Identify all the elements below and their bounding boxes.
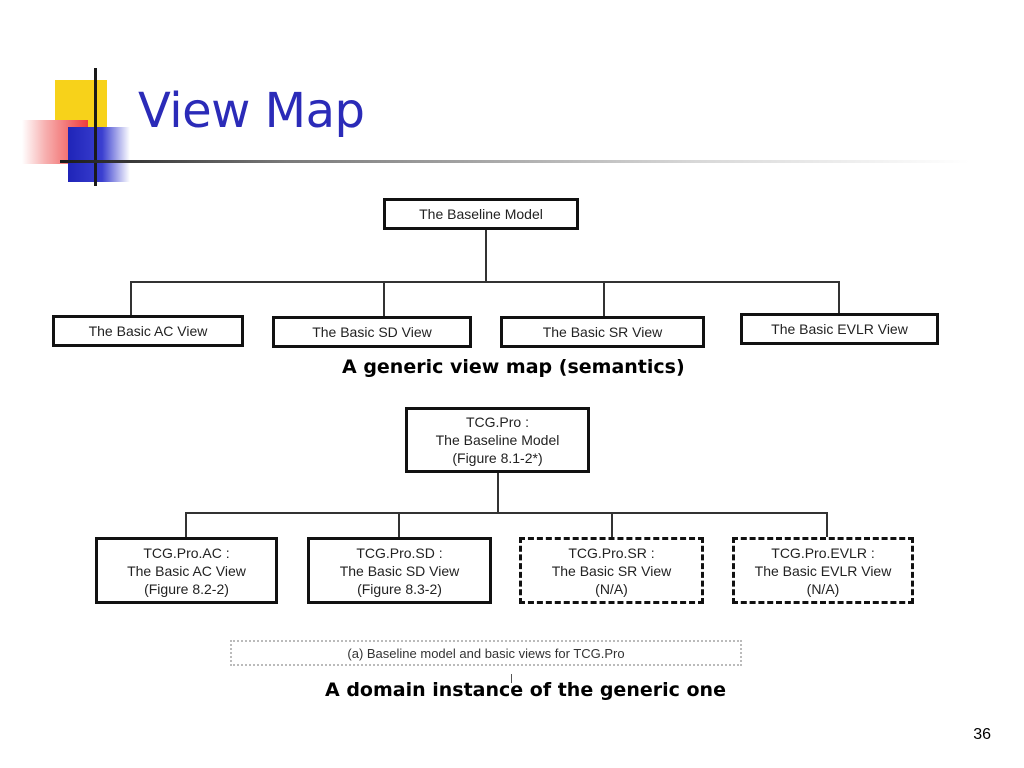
tcg-pro-root-line2: The Baseline Model [435,432,560,448]
connector-line [185,512,187,538]
generic-view-map-caption: A generic view map (semantics) [342,356,685,378]
tcg-pro-sd-box: TCG.Pro.SD : The Basic SD View (Figure 8… [307,537,492,604]
logo-vertical-line [94,68,97,186]
connector-line [185,512,828,514]
caption-tick [511,674,512,683]
slide-title: View Map [138,83,365,139]
tcg-pro-ac-box: TCG.Pro.AC : The Basic AC View (Figure 8… [95,537,278,604]
connector-line [826,512,828,538]
baseline-model-box: The Baseline Model [383,198,579,230]
basic-evlr-view-label: The Basic EVLR View [771,321,908,337]
logo-blue-square [68,127,130,182]
title-underline [60,160,970,163]
connector-line [383,281,385,318]
tcg-pro-root-line1: TCG.Pro : [465,414,529,430]
tcg-pro-ac-line1: TCG.Pro.AC : [143,544,230,561]
basic-sd-view-box: The Basic SD View [272,316,472,348]
tcg-pro-evlr-line1: TCG.Pro.EVLR : [771,544,875,561]
connector-line [497,473,499,513]
connector-line [398,512,400,538]
connector-line [603,281,605,318]
tcg-pro-sd-line1: TCG.Pro.SD : [356,544,443,561]
tcg-pro-ac-line3: (Figure 8.2-2) [144,580,229,597]
basic-ac-view-box: The Basic AC View [52,315,244,347]
basic-sr-view-box: The Basic SR View [500,316,705,348]
tcg-pro-sd-line2: The Basic SD View [339,562,460,579]
basic-sr-view-label: The Basic SR View [542,324,663,340]
page-number: 36 [973,726,991,743]
basic-sd-view-label: The Basic SD View [312,324,432,340]
tcg-pro-root-line3: (Figure 8.1-2*) [452,450,543,466]
connector-line [130,281,840,283]
tcg-pro-evlr-line2: The Basic EVLR View [754,562,892,579]
tcg-pro-evlr-line3: (N/A) [806,580,840,597]
tcg-pro-baseline-box: TCG.Pro : The Baseline Model (Figure 8.1… [405,407,590,473]
connector-line [611,512,613,538]
figure-caption: (a) Baseline model and basic views for T… [230,640,742,666]
connector-line [130,281,132,317]
tcg-pro-sr-line3: (N/A) [595,580,628,597]
tcg-pro-sr-line1: TCG.Pro.SR : [568,544,655,561]
basic-ac-view-label: The Basic AC View [88,323,208,339]
tcg-pro-sd-line3: (Figure 8.3-2) [357,580,442,597]
connector-line [838,281,840,315]
tcg-pro-ac-line2: The Basic AC View [127,562,246,579]
basic-evlr-view-box: The Basic EVLR View [740,313,939,345]
domain-instance-caption: A domain instance of the generic one [325,679,726,701]
tcg-pro-sr-line2: The Basic SR View [551,562,672,579]
tcg-pro-evlr-box: TCG.Pro.EVLR : The Basic EVLR View (N/A) [732,537,914,604]
connector-line [485,230,487,282]
tcg-pro-sr-box: TCG.Pro.SR : The Basic SR View (N/A) [519,537,704,604]
baseline-model-label: The Baseline Model [419,206,543,222]
